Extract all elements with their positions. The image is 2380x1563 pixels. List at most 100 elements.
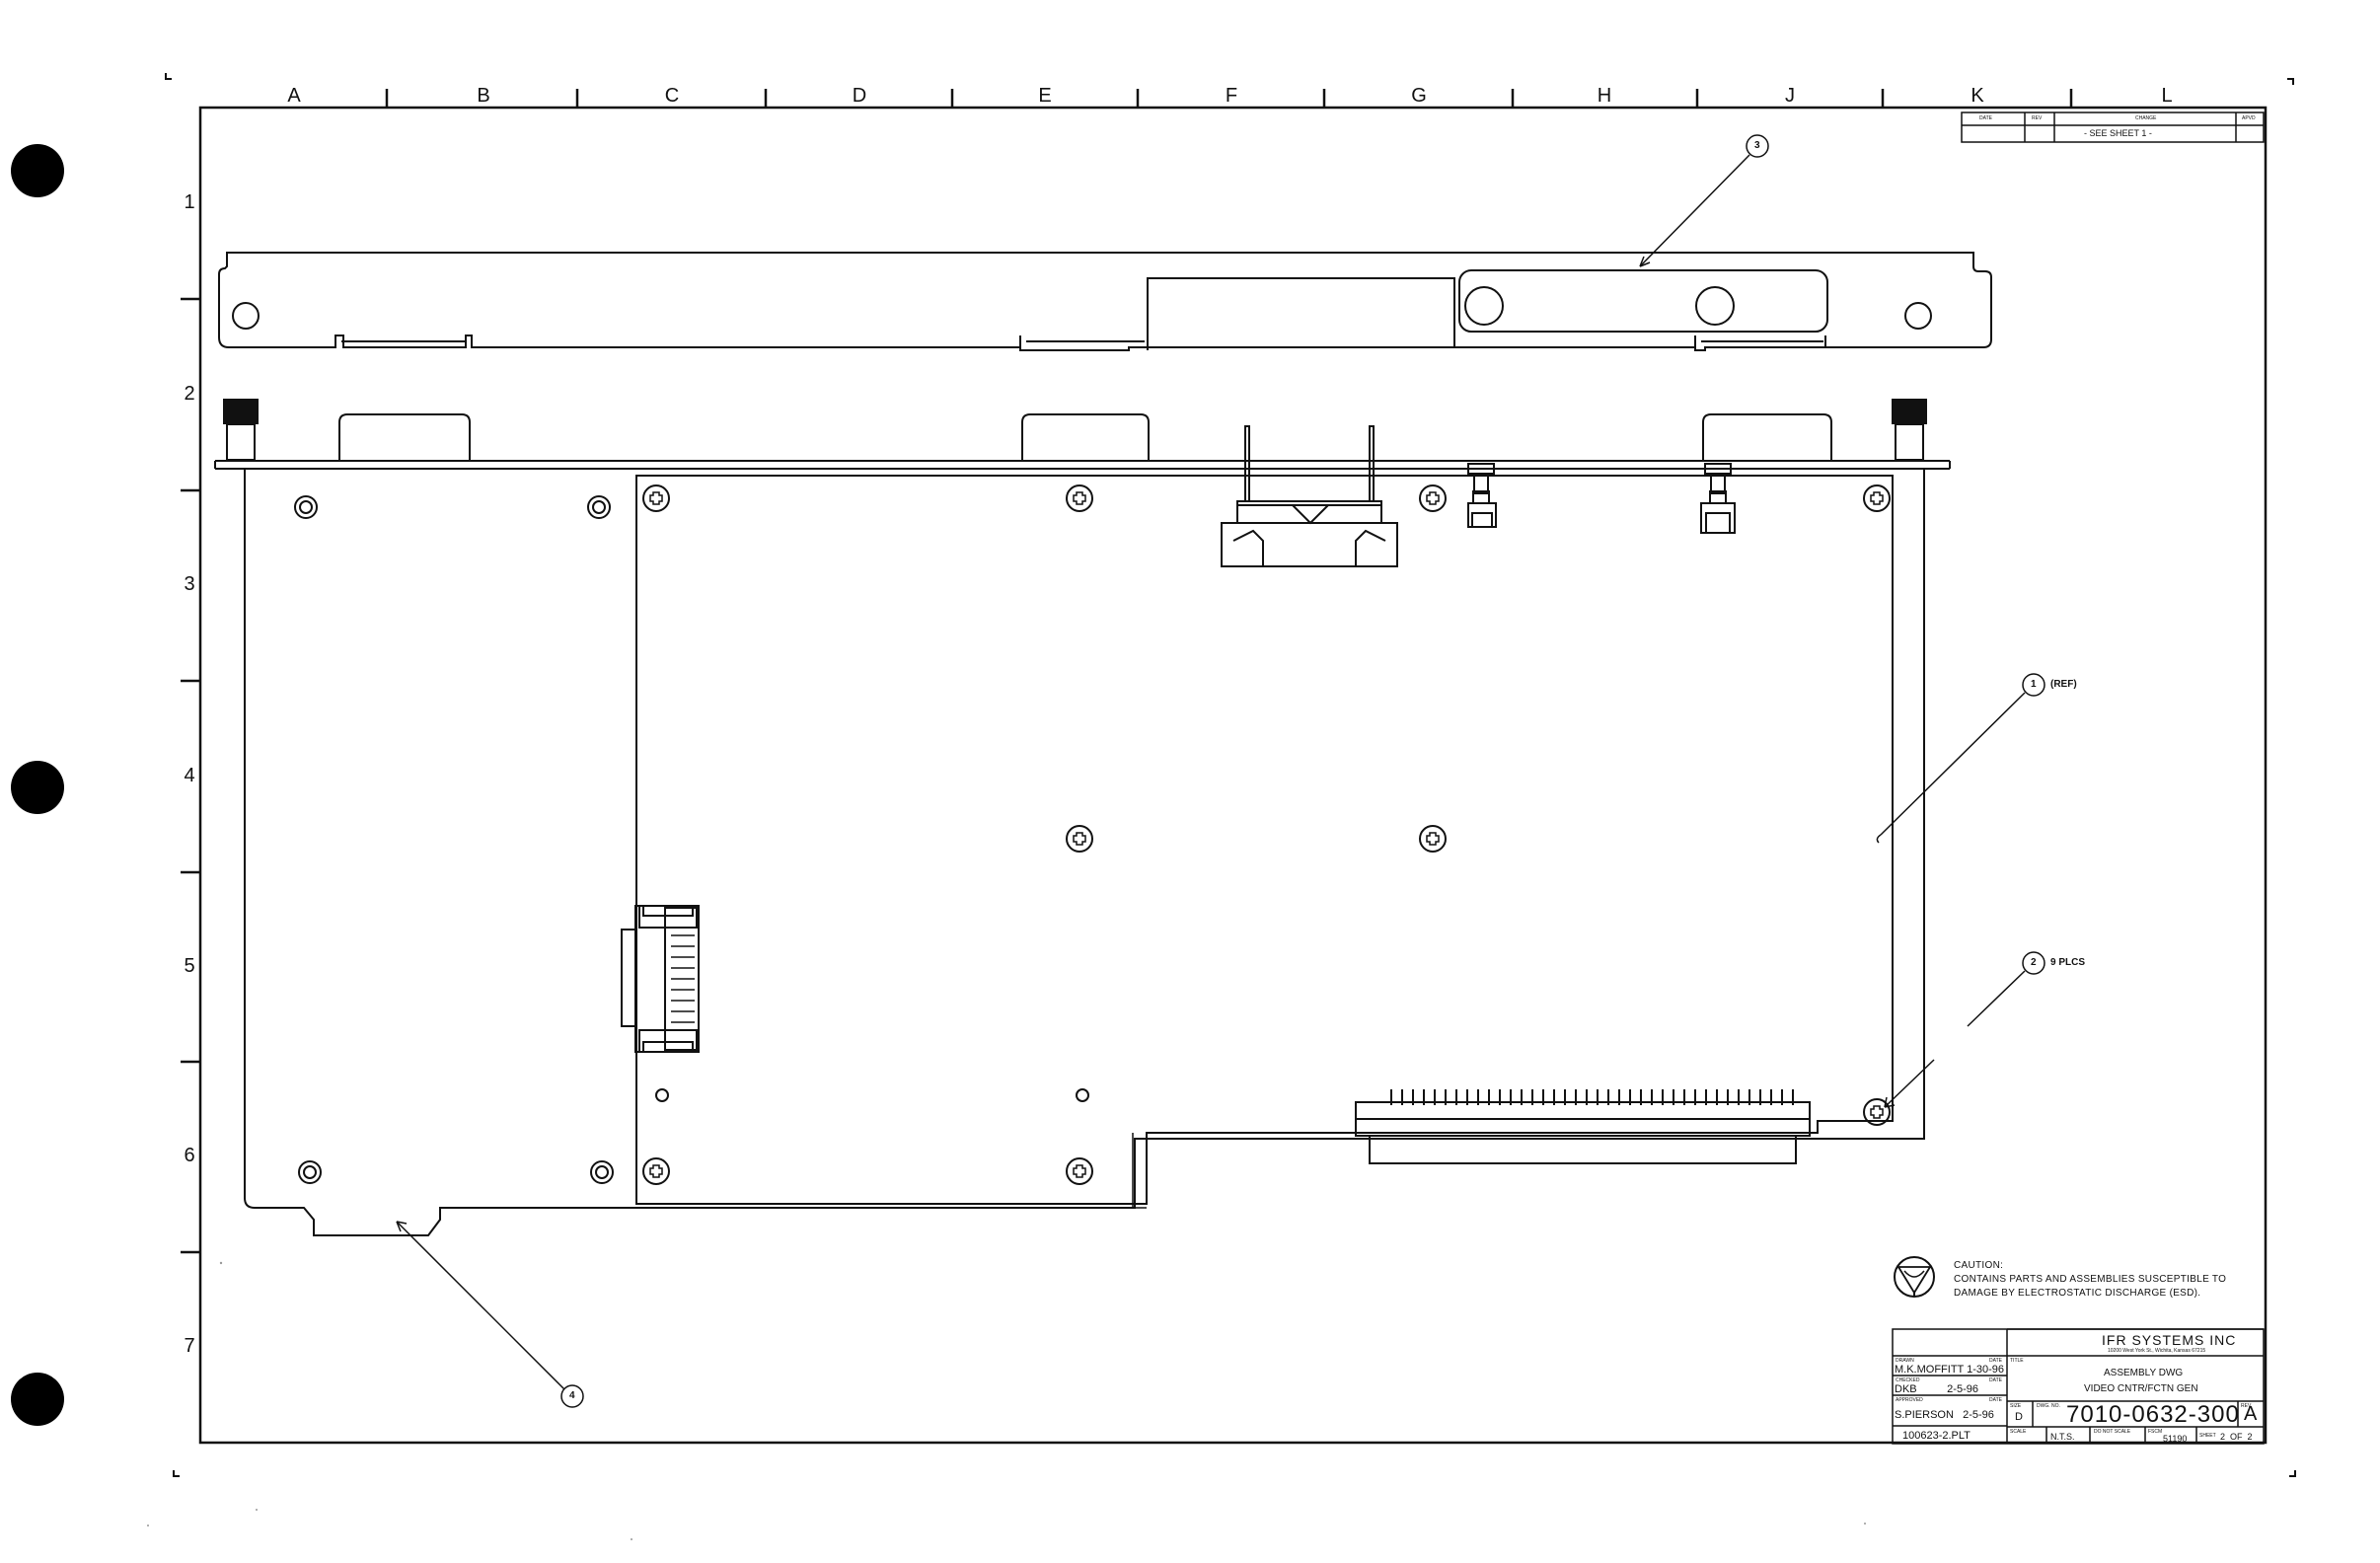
- punch-hole-middle: [11, 761, 64, 814]
- zone-row-label: 3: [184, 573, 195, 595]
- fscm-code: 51190: [2163, 1434, 2188, 1444]
- approved-by: S.PIERSON 2-5-96: [1895, 1409, 1994, 1421]
- callout-1-note: (REF): [2050, 679, 2077, 690]
- drawn-label: DRAWN: [1896, 1358, 1914, 1364]
- checked-by: DKB 2-5-96: [1895, 1383, 1978, 1395]
- do-not-scale: DO NOT SCALE: [2094, 1429, 2131, 1435]
- rev-header-rev: REV: [2032, 115, 2043, 121]
- rev-entry: - SEE SHEET 1 -: [2084, 128, 2152, 138]
- zone-row-label: 5: [184, 955, 195, 977]
- corner-mark-tl: [165, 73, 172, 80]
- callout-leaders: [396, 134, 2045, 1408]
- pcb-screw: [642, 484, 670, 512]
- zone-column-label: L: [2161, 85, 2173, 107]
- pcb-screw: [1419, 484, 1447, 512]
- zone-column-label: D: [852, 85, 867, 107]
- pcb-edge-inner: [1132, 1133, 1147, 1209]
- standoff-hole: [294, 495, 318, 519]
- pcb-screw: [1066, 484, 1093, 512]
- fscm-label: FSCM: [2148, 1429, 2163, 1435]
- pcb-screw: [1863, 484, 1891, 512]
- edge-connector: [1355, 1089, 1811, 1164]
- callout-2-number: 2: [2031, 957, 2037, 968]
- row-zone-ticks: [181, 297, 199, 1254]
- column-zone-ticks: [385, 89, 2073, 107]
- company-name: IFR SYSTEMS INC: [2102, 1332, 2237, 1348]
- thumb-screw-right: [1892, 399, 1927, 461]
- zone-column-label: F: [1225, 85, 1238, 107]
- corner-mark-bl: [173, 1470, 180, 1477]
- company-address: 10200 West York St., Wichita, Kansas 672…: [2108, 1348, 2206, 1354]
- thumb-screw-left: [223, 399, 259, 461]
- standoff-hole: [298, 1160, 322, 1184]
- pcb-screw: [1066, 825, 1093, 853]
- drawing-number: 7010-0632-300: [2066, 1401, 2240, 1428]
- pcb-screw: [1419, 825, 1447, 853]
- zone-column-label: K: [1971, 85, 1984, 107]
- callout-2-note: 9 PLCS: [2050, 957, 2086, 968]
- esd-symbol: [1894, 1256, 1935, 1298]
- pcb-screws: [642, 484, 1891, 1185]
- pcb-screw: [1863, 1098, 1891, 1126]
- plot-file: 100623-2.PLT: [1902, 1430, 1971, 1442]
- standoff-hole: [592, 500, 606, 514]
- ribbon-header-connector: [1221, 425, 1398, 567]
- dsub-connector: [621, 905, 700, 1053]
- sheet-label: SHEET: [2199, 1433, 2216, 1439]
- checked-date-label: DATE: [1989, 1377, 2002, 1383]
- esd-caution-note: CAUTION: CONTAINS PARTS AND ASSEMBLIES S…: [1954, 1259, 2226, 1301]
- zone-row-label: 7: [184, 1335, 195, 1357]
- standoff-hole: [587, 495, 611, 519]
- callout-3-number: 3: [1754, 140, 1760, 151]
- pcb-hole-1: [655, 1088, 669, 1102]
- corner-mark-tr: [2287, 78, 2294, 85]
- corner-mark-br: [2289, 1470, 2296, 1477]
- caution-line-3: DAMAGE BY ELECTROSTATIC DISCHARGE (ESD).: [1954, 1288, 2201, 1299]
- title-label: TITLE: [2010, 1358, 2024, 1364]
- pcb-outline: [635, 475, 1894, 1205]
- zone-row-label: 6: [184, 1145, 195, 1166]
- caution-line-1: CAUTION:: [1954, 1260, 2004, 1271]
- coax-connector-2: [1700, 463, 1736, 534]
- rev-header-apvd: APVD: [2242, 115, 2256, 121]
- zone-column-label: H: [1597, 85, 1612, 107]
- standoff-holes: [294, 495, 614, 1184]
- callout-4-number: 4: [569, 1390, 575, 1401]
- rev-header-date: DATE: [1979, 115, 1992, 121]
- zone-row-label: 2: [184, 383, 195, 405]
- title-line-2: VIDEO CNTR/FCTN GEN: [2084, 1383, 2198, 1394]
- scale-label: SCALE: [2010, 1429, 2027, 1435]
- checked-label: CHECKED: [1896, 1377, 1920, 1383]
- rev-label: REV: [2241, 1403, 2252, 1409]
- standoff-hole: [299, 500, 313, 514]
- drawing-border: [198, 106, 2268, 1445]
- standoff-hole: [303, 1165, 317, 1179]
- dwg-no-label: DWG. NO.: [2037, 1403, 2060, 1409]
- zone-column-label: A: [287, 85, 301, 107]
- punch-hole-bottom: [11, 1373, 64, 1426]
- zone-column-label: E: [1038, 85, 1052, 107]
- size-label: SIZE: [2010, 1403, 2022, 1409]
- title-block: [1892, 1328, 2265, 1445]
- zone-column-label: G: [1411, 85, 1427, 107]
- pcb-screw: [642, 1157, 670, 1185]
- rev-header-change: CHANGE: [2135, 115, 2157, 121]
- revision-block: [1961, 112, 2265, 143]
- pcb-screw: [1066, 1157, 1093, 1185]
- front-panel-top-view: [218, 252, 1992, 351]
- scan-noise: [147, 1261, 1866, 1540]
- zone-column-label: B: [477, 85, 490, 107]
- zone-row-label: 1: [184, 191, 195, 213]
- drawn-by: M.K.MOFFITT 1-30-96: [1895, 1364, 2005, 1376]
- drawing-scale: N.T.S.: [2050, 1432, 2075, 1442]
- sheet-size: D: [2015, 1411, 2023, 1423]
- pcb-hole-2: [1076, 1088, 1089, 1102]
- panel-rail: [214, 413, 1951, 470]
- approved-label: APPROVED: [1896, 1397, 1923, 1403]
- sheet-number: 2 OF 2: [2220, 1432, 2253, 1442]
- drawn-date-label: DATE: [1989, 1358, 2002, 1364]
- callout-1-number: 1: [2031, 679, 2037, 690]
- punch-hole-top: [11, 144, 64, 197]
